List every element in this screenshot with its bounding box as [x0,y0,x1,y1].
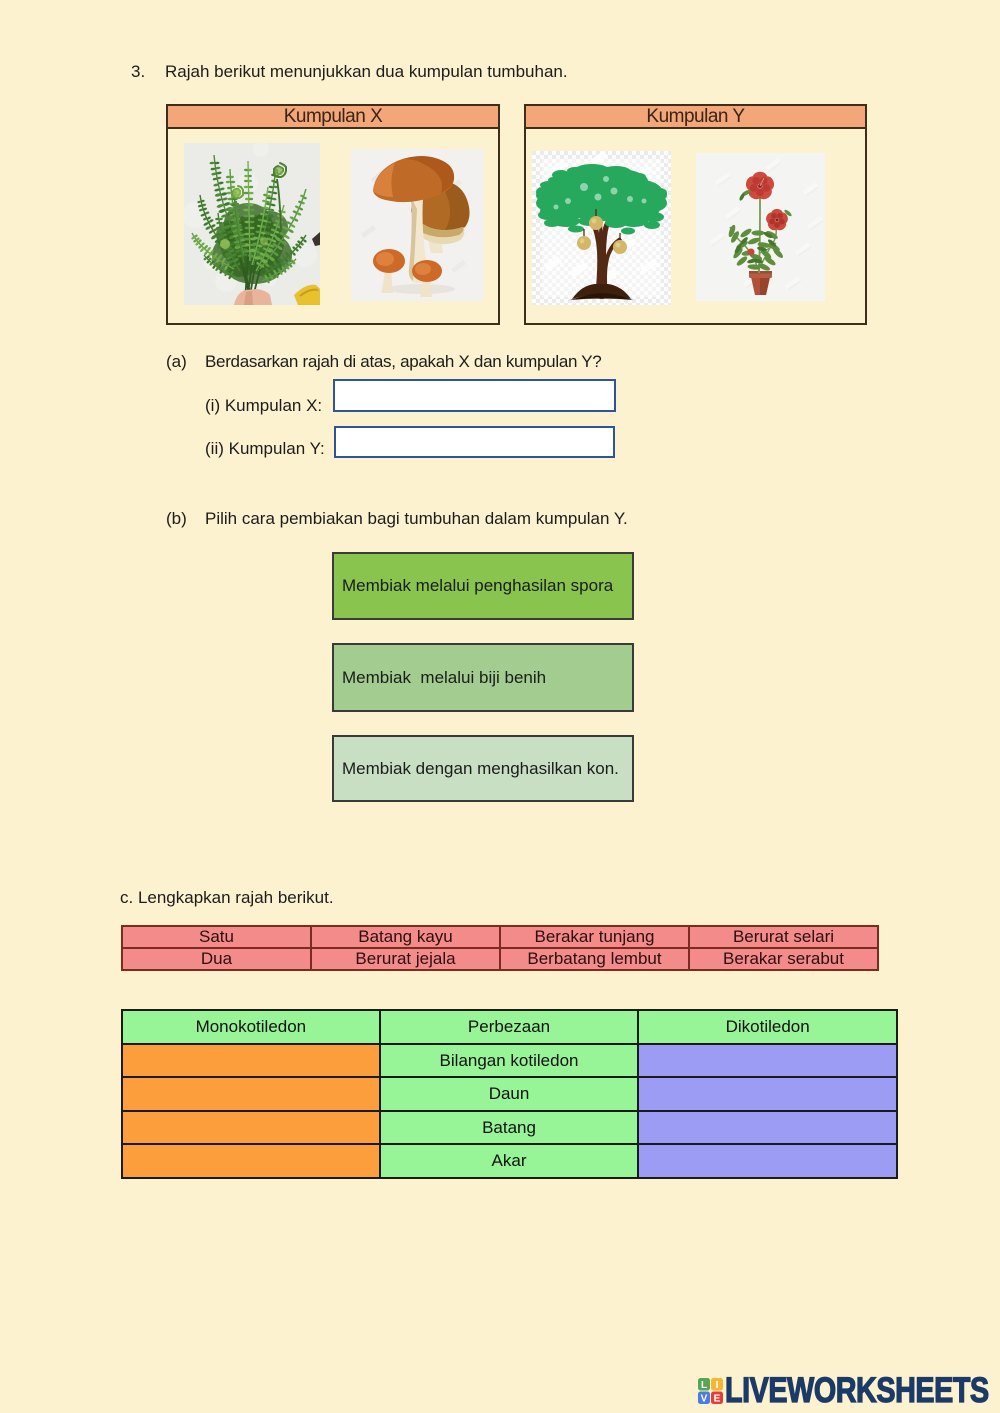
svg-text:V: V [701,1394,708,1405]
svg-text:L: L [701,1380,707,1391]
svg-text:E: E [714,1394,721,1405]
svg-text:I: I [716,1380,719,1391]
